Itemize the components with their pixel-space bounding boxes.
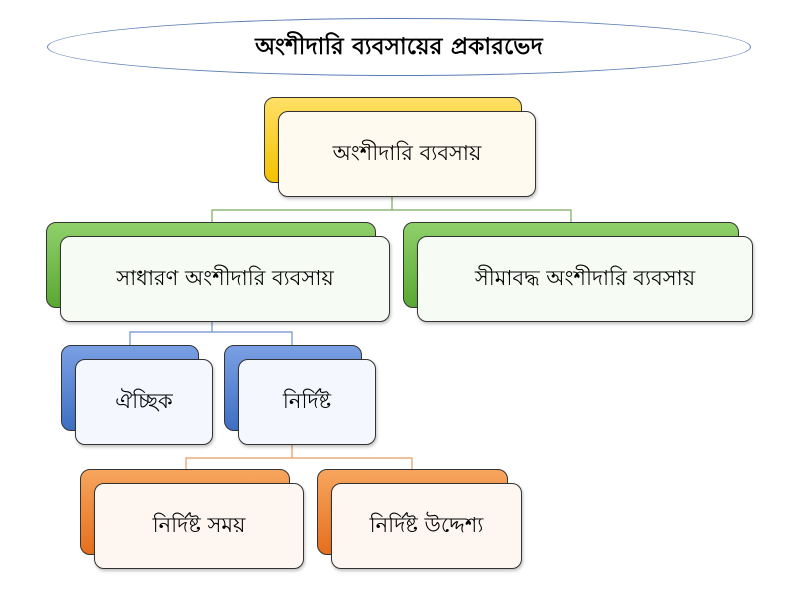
- node-label: সাধারণ অংশীদারি ব্যবসায়: [116, 265, 334, 290]
- node-limited-partnership: সীমাবদ্ধ অংশীদারি ব্যবসায়: [403, 222, 753, 322]
- connector-specific-children: [185, 444, 413, 470]
- node-specific-purpose: নির্দিষ্ট উদ্দেশ্য: [317, 469, 522, 569]
- node-partnership-business: অংশীদারি ব্যবসায়: [264, 97, 536, 197]
- node-specific-time: নির্দিষ্ট সময়: [80, 469, 304, 569]
- node-label: অংশীদারি ব্যবসায়: [332, 140, 482, 165]
- node-label: নির্দিষ্ট সময়: [152, 512, 246, 537]
- node-label: ঐচ্ছিক: [115, 388, 173, 413]
- diagram-title-oval: অংশীদারি ব্যবসায়ের প্রকারভেদ: [47, 18, 751, 76]
- node-voluntary: ঐচ্ছিক: [61, 345, 213, 445]
- node-label: নির্দিষ্ট: [282, 388, 332, 413]
- connector-root-children: [211, 197, 572, 223]
- diagram-title: অংশীদারি ব্যবসায়ের প্রকারভেদ: [255, 33, 543, 60]
- node-label: নির্দিষ্ট উদ্দেশ্য: [369, 512, 484, 537]
- connector-general-children: [129, 320, 293, 345]
- node-general-partnership: সাধারণ অংশীদারি ব্যবসায়: [46, 222, 390, 322]
- node-specific: নির্দিষ্ট: [224, 345, 376, 445]
- node-label: সীমাবদ্ধ অংশীদারি ব্যবসায়: [474, 265, 696, 290]
